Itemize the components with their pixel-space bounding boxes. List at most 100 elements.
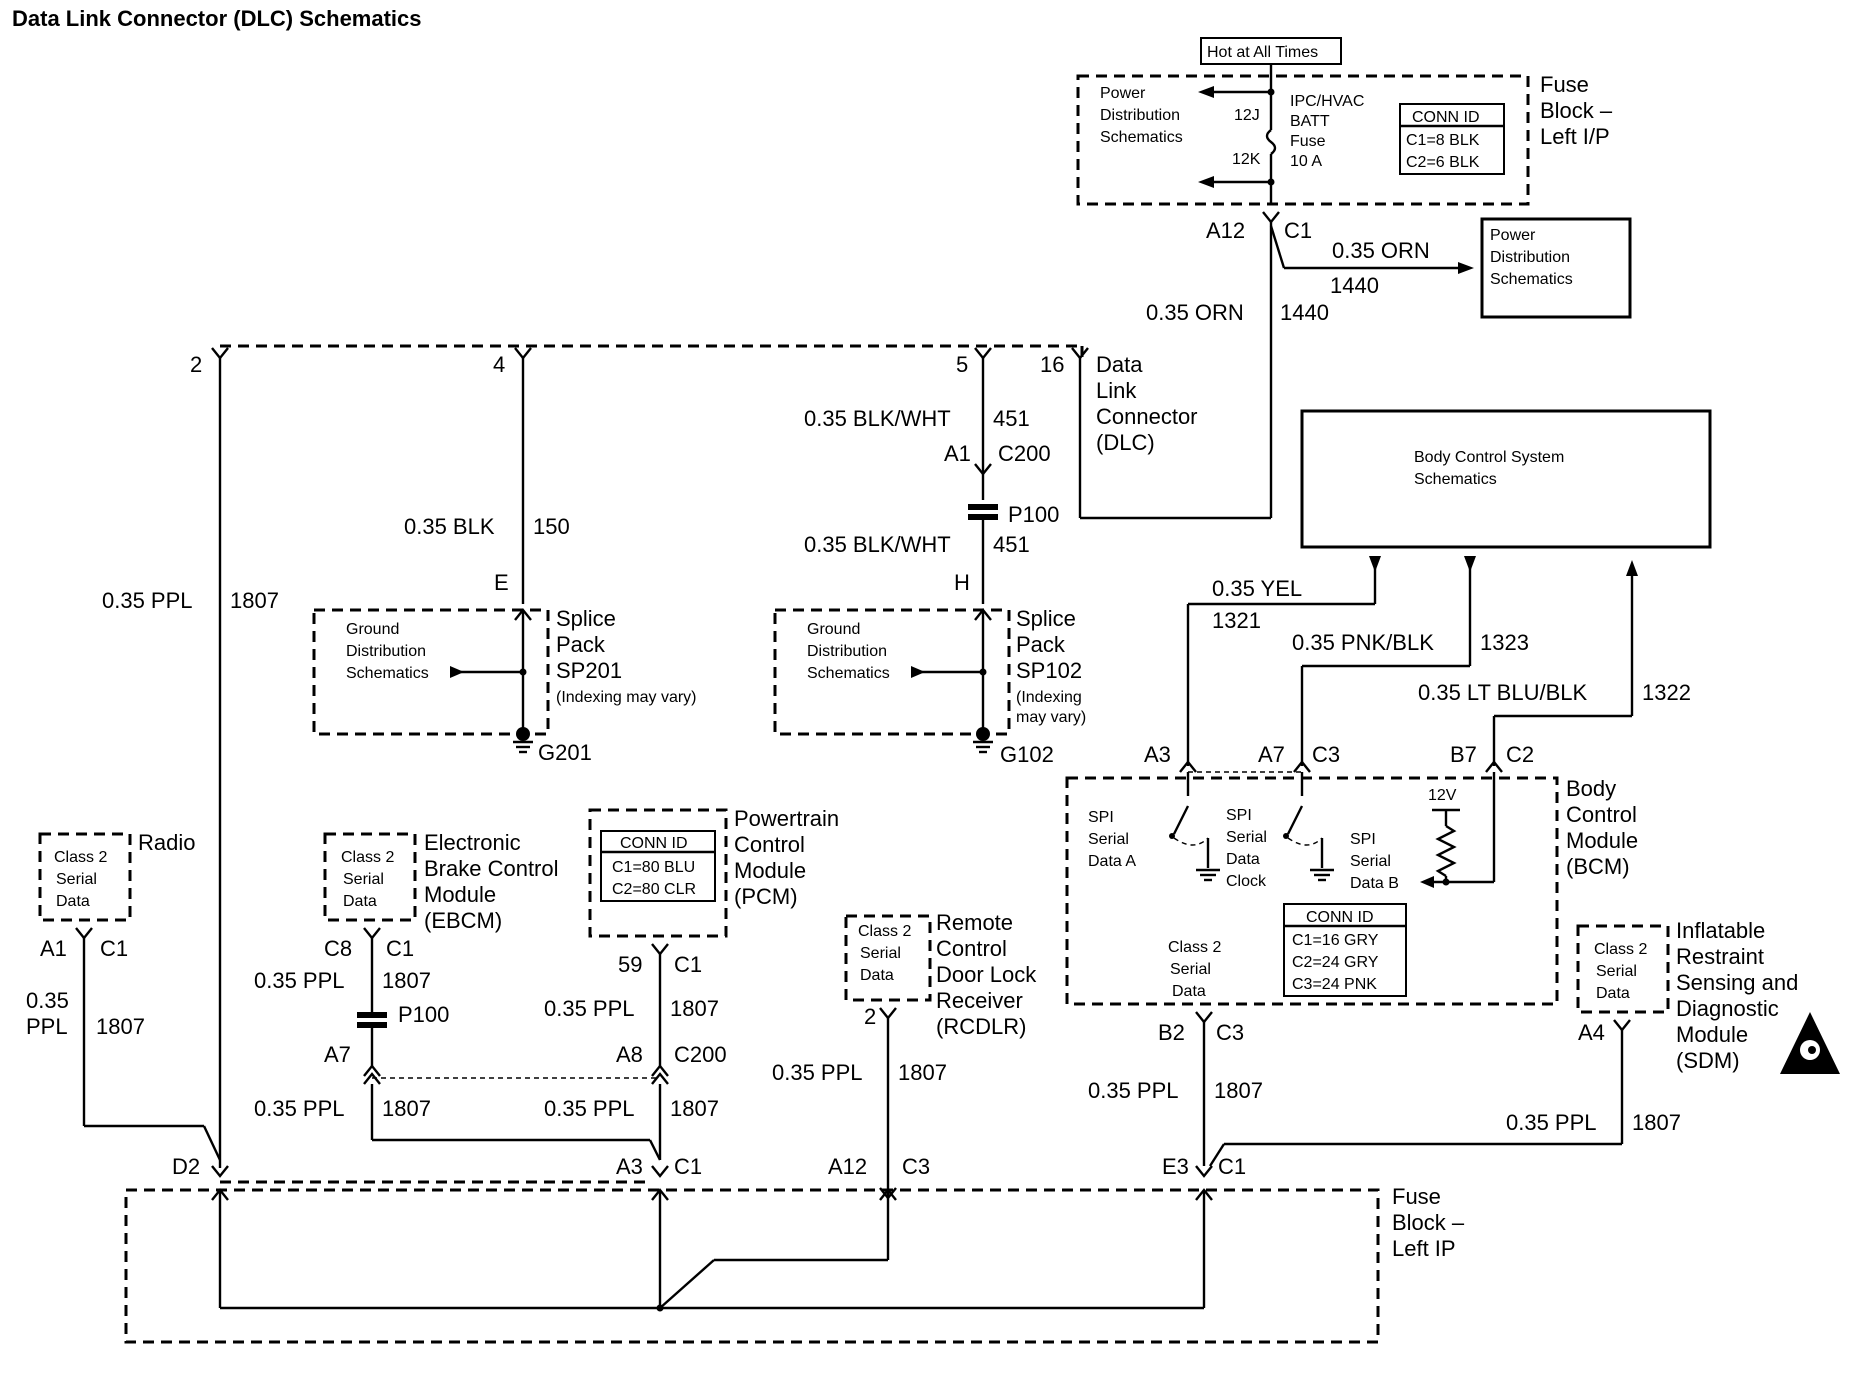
sp102-gd-2: Distribution	[807, 643, 887, 660]
ckt-1807-main: 1807	[230, 588, 279, 613]
pcm-conn-c1: C1=80 BLU	[612, 859, 695, 876]
fuse-block-top-conn-id	[1399, 103, 1505, 175]
arrow-right-icon	[450, 666, 464, 678]
radio-class2-3: Data	[56, 893, 90, 910]
pcm-pin-c1: C1	[674, 952, 702, 977]
p100-connector-top	[968, 504, 998, 510]
pin-c3-bottom: C3	[902, 1154, 930, 1179]
sdm-module	[1576, 924, 1670, 1014]
ebcm-label-1: Electronic	[424, 830, 521, 855]
fuse-block-top-label-3: Left I/P	[1540, 124, 1610, 149]
pin-c1-bottom: C1	[674, 1154, 702, 1179]
bcm-conn-c3: C3=24 PNK	[1292, 976, 1377, 993]
conn-id-top-c2: C2=6 BLK	[1406, 154, 1480, 171]
radio-wire-2: PPL	[26, 1014, 68, 1039]
rcdlr-label-5: (RCDLR)	[936, 1014, 1026, 1039]
pcm-pin-59: 59	[618, 952, 642, 977]
spi-clk-2: Serial	[1226, 829, 1267, 846]
spi-b-3: Data B	[1350, 875, 1399, 892]
sp102-gd-1: Ground	[807, 621, 860, 638]
fuse-symbol	[1265, 129, 1277, 155]
pcm-conn-id	[600, 830, 716, 902]
pd-box-2: Distribution	[1490, 249, 1570, 266]
radio-pin-a1: A1	[40, 936, 67, 961]
sp201-gd-1: Ground	[346, 621, 399, 638]
bcm-frame	[1065, 776, 1559, 1006]
pcm-module	[588, 808, 728, 938]
fuse-block-bottom-frame	[124, 1188, 1380, 1344]
fuse-label-3: Fuse	[1290, 133, 1326, 150]
arrow-left-icon	[1198, 176, 1214, 188]
dlc-label-3: Connector	[1096, 404, 1198, 429]
spi-b-1: SPI	[1350, 831, 1376, 848]
pcm-wire: 0.35 PPL	[544, 996, 635, 1021]
ebcm-pin-c1: C1	[386, 936, 414, 961]
ebcm-label-2: Brake Control	[424, 856, 559, 881]
rcdlr-wire: 0.35 PPL	[772, 1060, 863, 1085]
rcdlr-class2-2: Serial	[860, 945, 901, 962]
bcm-class2-3: Data	[1172, 983, 1206, 1000]
pcm-conn-header: CONN ID	[620, 835, 688, 852]
dlc-pin-2: 2	[190, 352, 202, 377]
ebcm-p100: P100	[398, 1002, 449, 1027]
resistor-symbol	[1435, 824, 1457, 878]
sp201-label-3: SP201	[556, 658, 622, 683]
c200-top: C200	[998, 441, 1051, 466]
ground-g102: G102	[1000, 742, 1054, 767]
dlc-label-2: Link	[1096, 378, 1137, 403]
pcm-wire-2: 0.35 PPL	[544, 1096, 635, 1121]
wire-blk: 0.35 BLK	[404, 514, 495, 539]
splice-pack-sp102	[773, 608, 1011, 736]
bcm-conn-id-header: CONN ID	[1306, 909, 1374, 926]
radio-pin-c1: C1	[100, 936, 128, 961]
fuse-block-top-frame	[1076, 74, 1530, 206]
ebcm-wire-2: 0.35 PPL	[254, 1096, 345, 1121]
arrow-right-icon	[1458, 262, 1474, 274]
bcm-conn-c1: C1=16 GRY	[1292, 932, 1379, 949]
radio-wire-1: 0.35	[26, 988, 69, 1013]
wire-pnkblk: 0.35 PNK/BLK	[1292, 630, 1434, 655]
sdm-class2-3: Data	[1596, 985, 1630, 1002]
ebcm-class2-2: Serial	[343, 871, 384, 888]
spi-b-2: Serial	[1350, 853, 1391, 870]
sp102-label-3: SP102	[1016, 658, 1082, 683]
ebcm-ckt: 1807	[382, 968, 431, 993]
ckt-451-b: 451	[993, 532, 1030, 557]
bcm-class2-2: Serial	[1170, 961, 1211, 978]
ebcm-wire: 0.35 PPL	[254, 968, 345, 993]
ground-g201: G201	[538, 740, 592, 765]
pin-12j: 12J	[1234, 107, 1260, 124]
body-control-system-box	[1300, 409, 1712, 549]
bcm-pin-c3b: C3	[1216, 1020, 1244, 1045]
arrow-right-icon	[911, 666, 925, 678]
sp102-label-2: Pack	[1016, 632, 1066, 657]
power-dist-top-2: Distribution	[1100, 107, 1180, 124]
bcm-pin-b7: B7	[1450, 742, 1477, 767]
ckt-451-a: 451	[993, 406, 1030, 431]
fuse-block-bottom-label-1: Fuse	[1392, 1184, 1441, 1209]
pcm-c200: C200	[674, 1042, 727, 1067]
rcdlr-label-1: Remote	[936, 910, 1013, 935]
pd-box-1: Power	[1490, 227, 1536, 244]
dlc-pin-4: 4	[493, 352, 505, 377]
spi-a-2: Serial	[1088, 831, 1129, 848]
dlc-pin-5: 5	[956, 352, 968, 377]
bcm-label-1: Body	[1566, 776, 1616, 801]
sdm-class2-1: Class 2	[1594, 941, 1647, 958]
bcm-pin-c2: C2	[1506, 742, 1534, 767]
p100-top: P100	[1008, 502, 1059, 527]
page-title: Data Link Connector (DLC) Schematics	[12, 6, 422, 31]
sdm-class2-2: Serial	[1596, 963, 1637, 980]
sp102-note-1: (Indexing	[1016, 689, 1082, 706]
fuse-block-top-label-2: Block –	[1540, 98, 1613, 123]
sp201-label-1: Splice	[556, 606, 616, 631]
fuse-label-4: 10 A	[1290, 153, 1322, 170]
sp201-label-2: Pack	[556, 632, 606, 657]
ckt-1440-b: 1440	[1280, 300, 1329, 325]
bcm-pin-b2: B2	[1158, 1020, 1185, 1045]
wire-blkwht-2: 0.35 BLK/WHT	[804, 532, 951, 557]
ckt-1322: 1322	[1642, 680, 1691, 705]
pin-d2: D2	[172, 1154, 200, 1179]
bcm-label-2: Control	[1566, 802, 1637, 827]
sdm-wire: 0.35 PPL	[1506, 1110, 1597, 1135]
